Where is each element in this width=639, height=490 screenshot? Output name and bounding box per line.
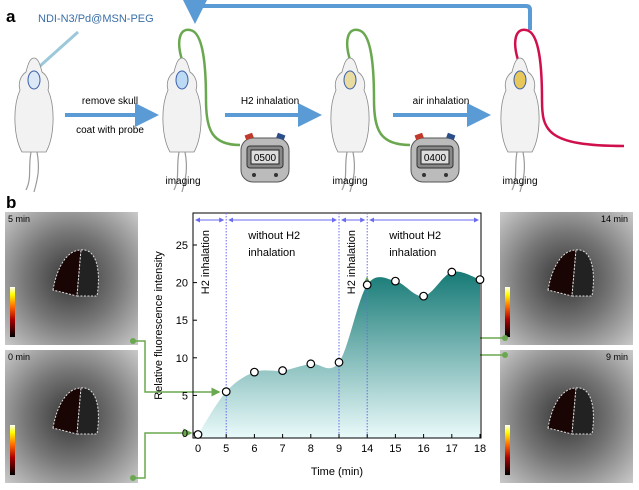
y-tick-label: 25 bbox=[176, 240, 188, 252]
image-time-label: 0 min bbox=[8, 352, 30, 362]
phase-label: without H2 bbox=[247, 230, 300, 242]
x-tick-label: 15 bbox=[389, 443, 401, 455]
panel-b-label: b bbox=[6, 193, 16, 212]
panel-a-label: a bbox=[6, 7, 16, 26]
x-tick-label: 6 bbox=[251, 443, 257, 455]
y-tick-label: 20 bbox=[176, 278, 188, 290]
x-tick-label: 7 bbox=[280, 443, 286, 455]
timer-readout: 0400 bbox=[424, 153, 447, 164]
green-tube bbox=[346, 28, 411, 147]
x-tick-label: 16 bbox=[417, 443, 429, 455]
phase-label: H2 inhalation bbox=[200, 230, 212, 294]
image-time-label: 5 min bbox=[8, 214, 30, 224]
fluorescence-image: 5 min bbox=[5, 212, 138, 345]
green-tube bbox=[178, 28, 241, 147]
x-tick-label: 5 bbox=[223, 443, 229, 455]
plot-frame bbox=[192, 212, 482, 439]
imaging-label: imaging bbox=[332, 176, 367, 187]
fluorescence-image: 14 min bbox=[500, 212, 633, 345]
data-point bbox=[334, 357, 344, 367]
chart: H2 inhalation without H2 inhalation H2 inha… bbox=[153, 212, 486, 478]
step2-label: H2 inhalation bbox=[241, 96, 299, 107]
y-axis-label: Relative fluorescence intensity bbox=[153, 251, 165, 400]
area-fill bbox=[198, 271, 480, 438]
image-time-label: 14 min bbox=[601, 214, 628, 224]
data-point bbox=[391, 276, 400, 286]
x-tick-label: 17 bbox=[446, 443, 458, 455]
panel-a: a NDI-N3/Pd@MSN-PEG remove skull coat wi… bbox=[6, 0, 625, 193]
x-axis-label: Time (min) bbox=[311, 466, 363, 478]
repeat-arrow bbox=[183, 0, 532, 30]
imaging-label: imaging bbox=[502, 176, 537, 187]
step1-label: remove skull bbox=[82, 96, 138, 107]
colorbar bbox=[10, 287, 15, 337]
probe-label: NDI-N3/Pd@MSN-PEG bbox=[38, 13, 154, 25]
brain-window bbox=[175, 70, 189, 90]
timer-readout: 0500 bbox=[254, 153, 277, 164]
y-tick-label: 10 bbox=[176, 353, 188, 365]
brain-window bbox=[27, 70, 41, 90]
data-point bbox=[419, 291, 429, 301]
data-point bbox=[447, 267, 457, 277]
red-tube bbox=[514, 28, 625, 148]
data-point bbox=[221, 387, 231, 397]
phase-label: inhalation bbox=[389, 247, 436, 259]
y-tick-label: 0 bbox=[182, 428, 188, 440]
data-point bbox=[475, 275, 485, 284]
data-point bbox=[278, 366, 288, 375]
fluorescence-image: 0 min bbox=[5, 350, 138, 483]
phase-label: without H2 bbox=[388, 230, 441, 242]
y-tick-label: 5 bbox=[182, 390, 188, 402]
step1-sublabel: coat with probe bbox=[76, 125, 144, 136]
y-tick-label: 15 bbox=[176, 315, 188, 327]
colorbar bbox=[10, 425, 15, 475]
fluorescence-image: 9 min bbox=[500, 350, 633, 483]
colorbar bbox=[505, 425, 510, 475]
data-point bbox=[193, 430, 203, 439]
data-point bbox=[249, 367, 259, 377]
connector-5min bbox=[133, 340, 221, 397]
imaging-label: imaging bbox=[165, 176, 200, 187]
x-tick-label: 9 bbox=[336, 443, 342, 455]
x-tick-label: 8 bbox=[308, 443, 314, 455]
x-tick-label: 14 bbox=[361, 443, 373, 455]
brain-window bbox=[343, 70, 357, 90]
connector-0min bbox=[133, 428, 193, 479]
image-time-label: 9 min bbox=[606, 352, 628, 362]
x-tick-label: 0 bbox=[195, 443, 201, 455]
brain-window bbox=[513, 70, 527, 90]
data-point bbox=[306, 359, 316, 369]
data-point bbox=[362, 280, 372, 290]
phase-label: inhalation bbox=[248, 247, 295, 259]
x-tick-label: 18 bbox=[474, 443, 486, 455]
colorbar bbox=[505, 287, 510, 337]
phase-label: H2 inhalation bbox=[346, 230, 358, 294]
swab-icon bbox=[38, 30, 80, 68]
step3-label: air inhalation bbox=[413, 96, 470, 107]
